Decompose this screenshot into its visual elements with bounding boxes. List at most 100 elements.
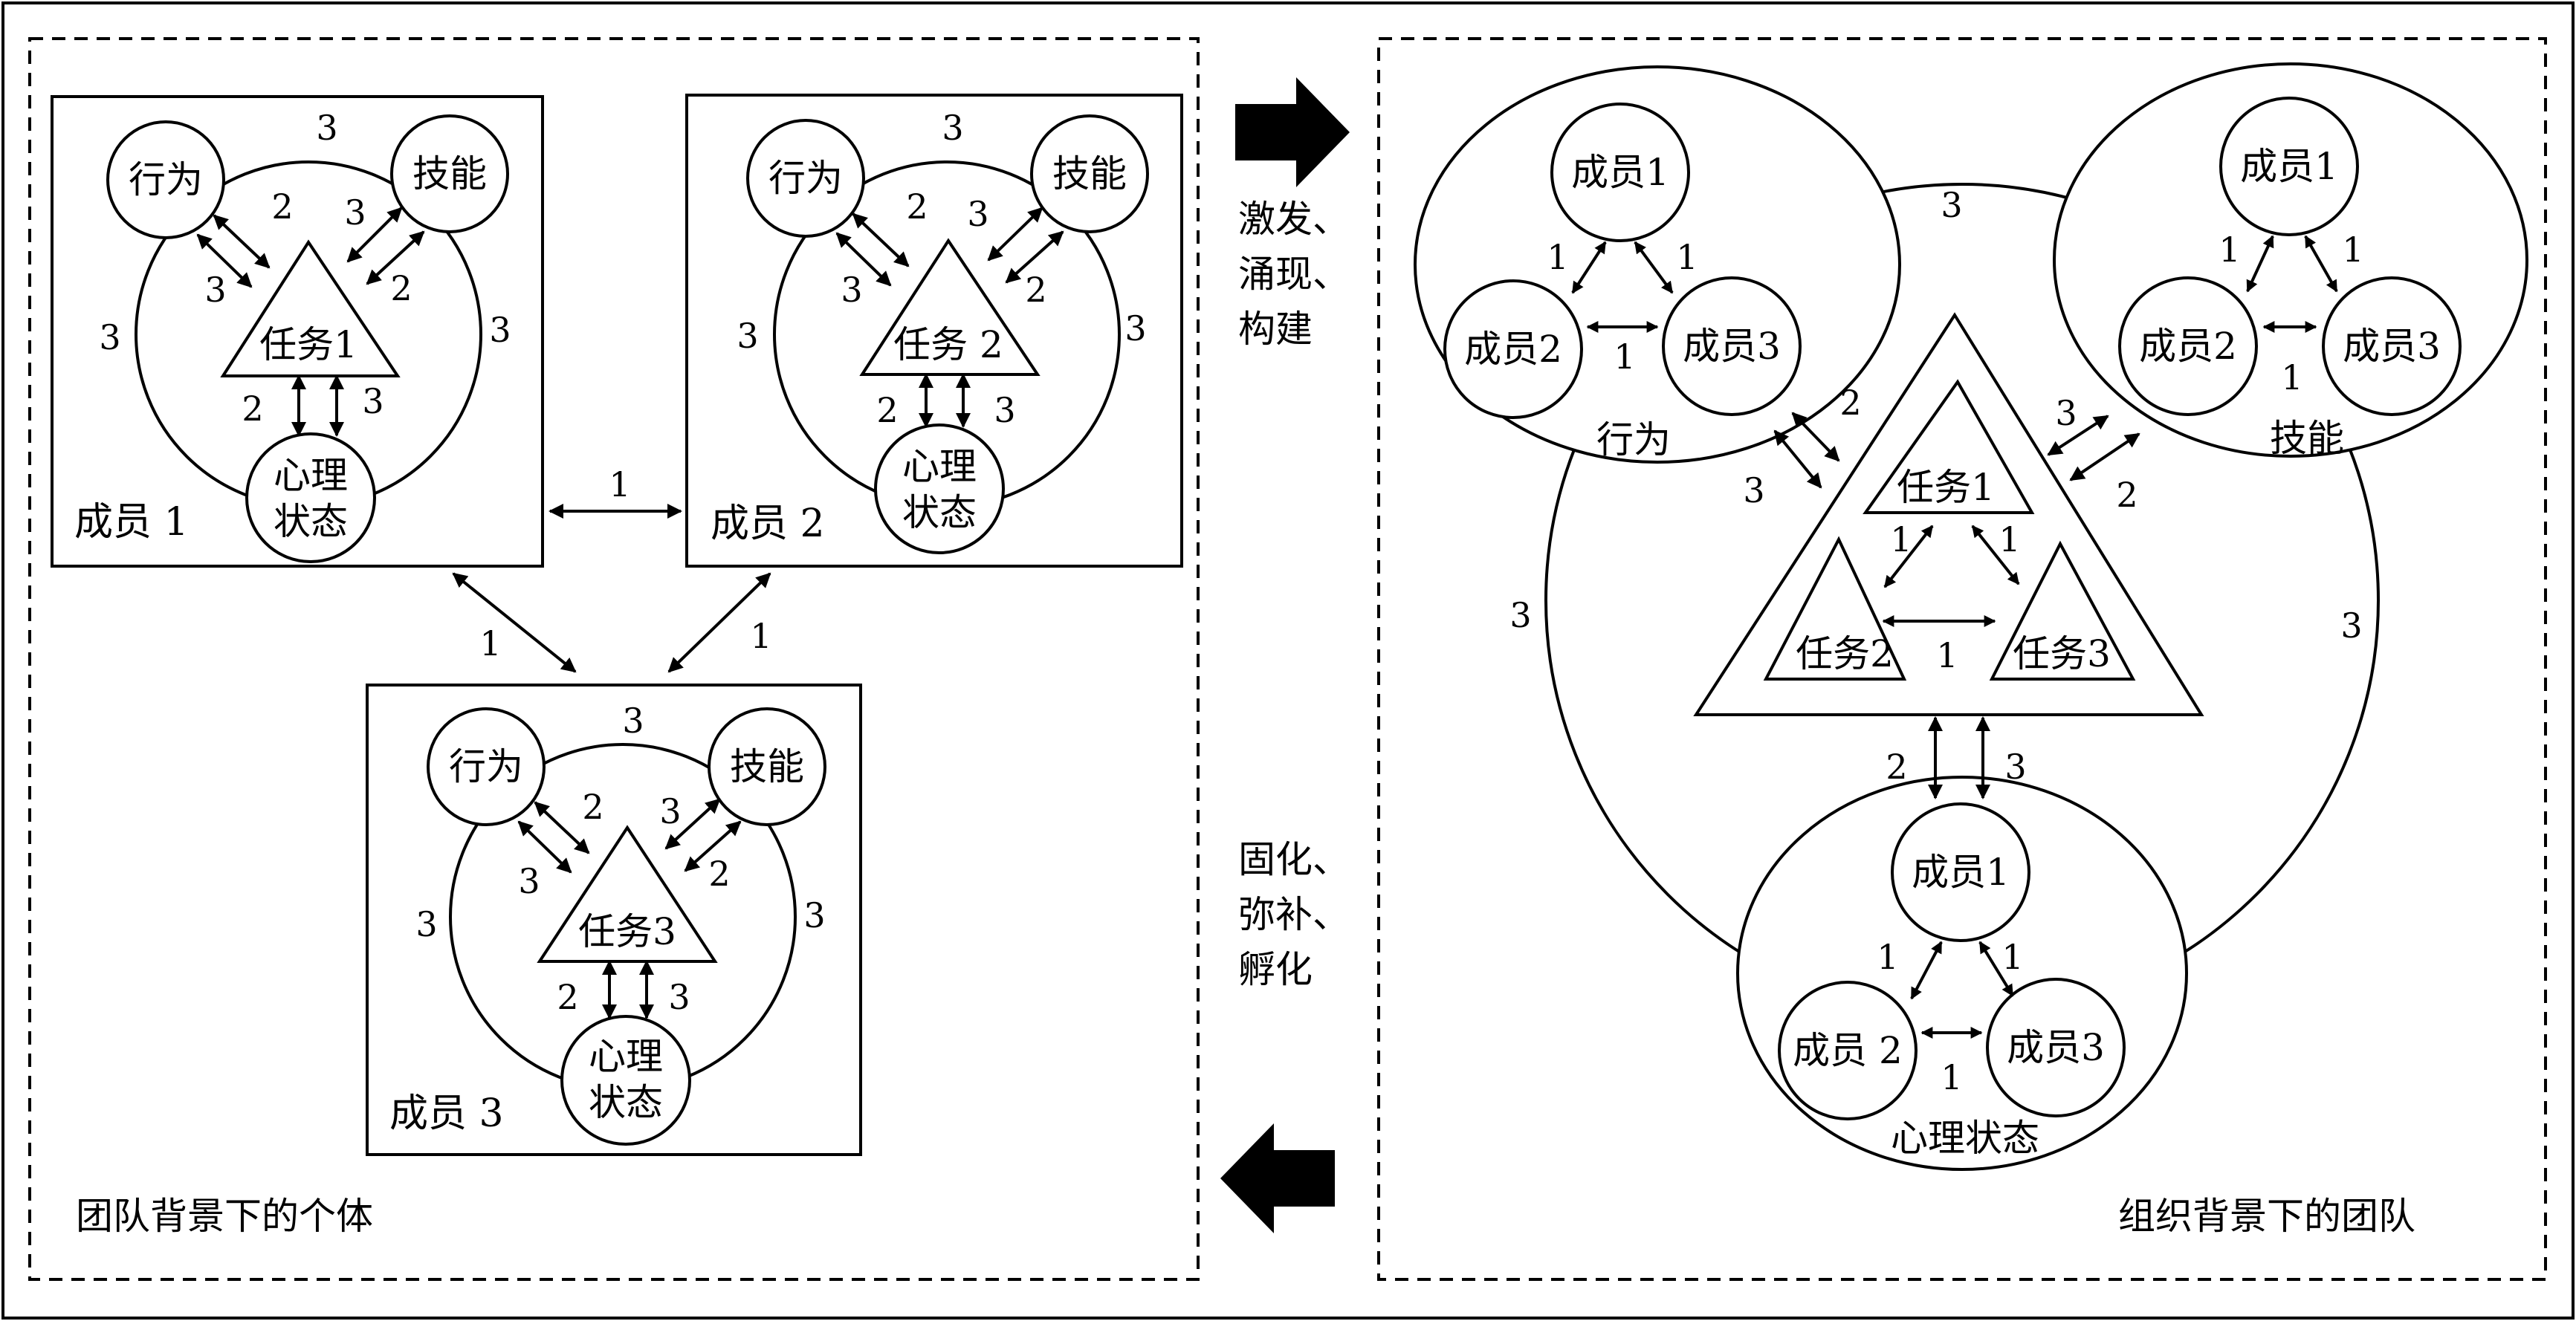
- behavior-group: 成员1 成员2 成员3 1 1 1 行为: [1414, 65, 1901, 464]
- arrow-behavior-m1-m2: [1571, 241, 1607, 294]
- weight-skill-triangle-b: 2: [2116, 475, 2138, 515]
- weight-right-arc: 3: [489, 310, 511, 350]
- psych-member1-label: 成员1: [1912, 851, 2010, 894]
- skill-node: [708, 707, 826, 826]
- behavior-member3-node: [1662, 276, 1802, 416]
- weight-team-circle-top: 3: [1941, 185, 1962, 225]
- task-label: 任务1: [259, 323, 357, 366]
- right-panel-caption: 组织背景下的团队: [2118, 1195, 2415, 1238]
- behavior-node: [106, 120, 225, 239]
- weight-psych-m2-m3: 1: [1941, 1057, 1962, 1097]
- weight-psych-triangle-b: 3: [2004, 747, 2026, 787]
- behavior-member1-node: [1550, 103, 1690, 242]
- psych-label-line1: 心理: [902, 445, 977, 488]
- weight-skill-triangle-a: 3: [2055, 393, 2077, 433]
- task2-label: 任务2: [1796, 632, 1894, 675]
- behavior-node: [427, 707, 546, 826]
- transition-text-top-3: 构建: [1238, 308, 1313, 351]
- weight-psych-m1-m3: 1: [2001, 937, 2023, 977]
- middle-transition: 激发、 涌现、 构建 固化、 弥补、 孵化: [1220, 77, 1350, 1233]
- weight-behavior-task-a: 2: [271, 186, 293, 227]
- member-label: 成员 1: [74, 500, 189, 545]
- skill-label: 技能: [1052, 152, 1127, 195]
- behavior-node: [746, 119, 865, 238]
- behavior-label: 行为: [449, 745, 523, 788]
- psych-label-line1: 心理: [274, 454, 348, 497]
- weight-psych-m1-m2: 1: [1877, 937, 1898, 977]
- task-triangle: [537, 825, 718, 963]
- psych-node: [560, 1015, 691, 1146]
- arrow-task1-task2: [1883, 525, 1934, 588]
- skill-label: 技能: [412, 152, 487, 195]
- psych-label-line1: 心理: [589, 1035, 663, 1078]
- arrow-psych-m1-m2: [1910, 941, 1943, 1000]
- weight-skill-task-b: 2: [708, 854, 730, 894]
- weight-behavior-m1-m3: 1: [1676, 237, 1698, 277]
- psych-member2-label: 成员 2: [1793, 1029, 1903, 1072]
- task-triangle: [859, 238, 1041, 376]
- task3-triangle: [1989, 540, 2136, 681]
- right-panel: 成员1 成员2 成员3 1 1 1 行为 成员1 成员2 成员3 1 1 1: [1414, 62, 2528, 1238]
- weight-left-arc: 3: [99, 317, 120, 357]
- arrow-behavior-task-b: [196, 233, 253, 288]
- weight-team-circle-left: 3: [1509, 595, 1531, 635]
- weight-team-circle-right: 3: [2340, 606, 2362, 646]
- weight-right-arc: 3: [1124, 308, 1146, 348]
- behavior-member1-label: 成员1: [1571, 151, 1669, 194]
- member-1-box: 行为 技能 任务1 心理 状态 3 2 3 3 2 3 3 2 3 成员 1: [51, 95, 544, 568]
- task-triangle: [220, 239, 401, 377]
- weight-skill-m1-m3: 1: [2342, 230, 2363, 270]
- skill-member1-node: [2219, 97, 2359, 236]
- behavior-group-label: 行为: [1596, 418, 1671, 461]
- weight-psych-task-b: 3: [362, 381, 384, 421]
- right-panel-border: [1377, 37, 2547, 1281]
- member-label: 成员 2: [711, 502, 825, 546]
- transition-text-bottom-3: 孵化: [1238, 948, 1313, 991]
- arrow-skill-task-a: [987, 207, 1043, 262]
- weight-psych-task-a: 2: [242, 389, 263, 429]
- psych-member1-node: [1891, 802, 2030, 942]
- psych-label-line2: 状态: [274, 500, 348, 543]
- psych-node: [874, 423, 1005, 554]
- psych-group-label: 心理状态: [1891, 1117, 2039, 1160]
- left-panel: 行为 技能 任务1 心理 状态 3 2 3 3 2 3 3 2 3 成员 1: [51, 94, 1183, 1238]
- skill-member2-node: [2118, 276, 2258, 416]
- transition-text-bottom-1: 固化、: [1238, 838, 1350, 881]
- weight-task1-task3: 1: [1999, 519, 2020, 559]
- weight-skill-m2-m3: 1: [2281, 357, 2302, 397]
- skill-group: 成员1 成员2 成员3 1 1 1 技能: [2053, 62, 2528, 460]
- task1-triangle: [1863, 379, 2035, 514]
- member-box-frame: [366, 684, 862, 1156]
- weight-left-arc: 3: [415, 904, 437, 944]
- member-box-frame: [685, 94, 1183, 568]
- weight-task1-task2: 1: [1890, 519, 1912, 559]
- arrow-left-icon: [1220, 1123, 1335, 1233]
- arrow-task1-task3: [1971, 525, 2020, 585]
- weight-member1-member3: 1: [479, 623, 501, 663]
- skill-node: [390, 114, 509, 233]
- member-2-box: 行为 技能 任务 2 心理 状态 3 2 3 3 2 3 3 2 3 成员 2: [685, 94, 1183, 568]
- skill-member1-label: 成员1: [2240, 145, 2338, 188]
- arrow-skill-m1-m2: [2246, 235, 2274, 293]
- transition-text-top-2: 涌现、: [1238, 253, 1350, 296]
- behavior-member2-node: [1443, 279, 1583, 419]
- skill-member3-label: 成员3: [2343, 325, 2441, 368]
- arrow-behavior-triangle-a: [1791, 412, 1840, 462]
- left-panel-caption: 团队背景下的个体: [76, 1195, 373, 1238]
- weight-skill-m1-m2: 1: [2219, 230, 2240, 270]
- psych-label-line2: 状态: [902, 491, 977, 534]
- skill-group-label: 技能: [2270, 417, 2344, 460]
- arrow-skill-task-b: [1005, 230, 1064, 284]
- weight-behavior-triangle-a: 2: [1839, 383, 1861, 423]
- weight-task2-task3: 1: [1936, 635, 1958, 675]
- behavior-member2-label: 成员2: [1464, 328, 1562, 371]
- weight-psych-task-a: 2: [557, 977, 578, 1017]
- skill-node: [1030, 114, 1149, 233]
- weight-behavior-skill: 3: [942, 108, 963, 148]
- weight-left-arc: 3: [737, 316, 758, 356]
- weight-behavior-task-a: 2: [582, 787, 603, 827]
- weight-behavior-task-a: 2: [906, 186, 928, 227]
- psych-member3-label: 成员3: [2007, 1026, 2105, 1069]
- weight-psych-task-b: 3: [668, 977, 690, 1017]
